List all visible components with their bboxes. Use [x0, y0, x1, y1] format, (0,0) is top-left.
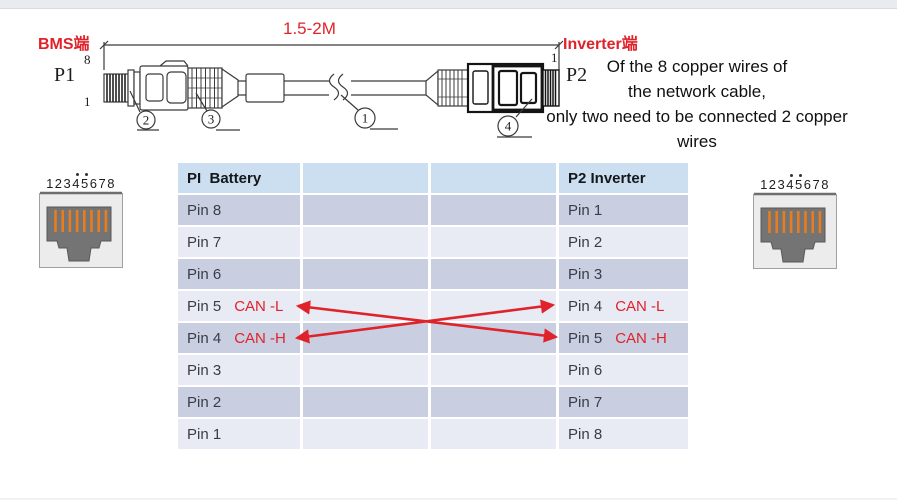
empty-cell [303, 419, 428, 449]
pin-label: Pin 6 [187, 265, 222, 283]
rj45-right-pin-numbers: 12345678 [753, 173, 837, 192]
pin5-highlight-dot [85, 173, 88, 176]
callout-1: 1 [362, 111, 369, 126]
pin-label: Pin 1 [568, 201, 603, 219]
pin-label: Pin 2 [187, 393, 222, 411]
bottom-edge-divider [0, 498, 897, 500]
p1-top-pin-label: 8 [84, 52, 91, 67]
empty-cell [303, 323, 428, 353]
p1-pin-cell: Pin 7 [178, 227, 300, 257]
p1-pin-cell: Pin 4 CAN -H [178, 323, 300, 353]
p1-pin-cell: Pin 3 [178, 355, 300, 385]
rj45-left: 12345678 [39, 172, 123, 269]
pin-label: Pin 5 [568, 329, 603, 347]
pin-label: Pin 2 [568, 233, 603, 251]
table-header-p2-inverter: P2 Inverter [559, 163, 688, 193]
inverter-end-label: Inverter端 [563, 36, 638, 53]
top-bar [0, 0, 897, 9]
empty-cell [303, 387, 428, 417]
p1-pin-cell: Pin 6 [178, 259, 300, 289]
p2-pin-cell: Pin 1 [559, 195, 688, 225]
pin-label: Pin 7 [568, 393, 603, 411]
empty-cell [431, 419, 556, 449]
p2-pin-cell: Pin 5 CAN -H [559, 323, 688, 353]
pin-mapping-table: PI Battery P2 Inverter Pin 8 Pin 1 Pin 7… [178, 163, 688, 449]
empty-cell [303, 355, 428, 385]
pin5-highlight-dot [799, 174, 802, 177]
empty-cell [431, 323, 556, 353]
pin4-highlight-dot [790, 174, 793, 177]
rj45-jack-icon [753, 192, 837, 269]
rj45-right: 12345678 [753, 173, 837, 270]
pin-label: Pin 3 [187, 361, 222, 379]
empty-cell [431, 195, 556, 225]
can-signal-label: CAN -L [615, 297, 665, 315]
note-text: Of the 8 copper wires of the network cab… [546, 57, 848, 151]
table-header-spacer [303, 163, 428, 193]
p2-pin-cell: Pin 7 [559, 387, 688, 417]
p2-pin-cell: Pin 6 [559, 355, 688, 385]
empty-cell [431, 291, 556, 321]
pin-label: Pin 5 [187, 297, 222, 315]
p1-pin-cell: Pin 2 [178, 387, 300, 417]
pin-label: Pin 7 [187, 233, 222, 251]
pin-label: Pin 8 [187, 201, 222, 219]
pin-label: Pin 8 [568, 425, 603, 443]
p2-label: P2 [566, 64, 588, 86]
can-signal-label: CAN -L [234, 297, 284, 315]
empty-cell [431, 355, 556, 385]
empty-cell [431, 259, 556, 289]
p1-pin-cell: Pin 1 [178, 419, 300, 449]
pin-numbers-text: 12345678 [760, 177, 830, 192]
p1-bottom-pin-label: 1 [84, 94, 91, 109]
p2-pin-cell: Pin 4 CAN -L [559, 291, 688, 321]
p2-pin-cell: Pin 2 [559, 227, 688, 257]
empty-cell [303, 291, 428, 321]
pin-label: Pin 6 [568, 361, 603, 379]
p1-pin-cell: Pin 8 [178, 195, 300, 225]
pin-numbers-text: 12345678 [46, 176, 116, 191]
table-header-spacer [431, 163, 556, 193]
table-header-p1-battery: PI Battery [178, 163, 300, 193]
p2-pin-cell: Pin 8 [559, 419, 688, 449]
callout-2: 2 [143, 113, 150, 128]
pin-label: Pin 4 [568, 297, 603, 315]
pin4-highlight-dot [76, 173, 79, 176]
empty-cell [303, 227, 428, 257]
pin-label: Pin 4 [187, 329, 222, 347]
rj45-left-pin-numbers: 12345678 [39, 172, 123, 191]
p2-pin-cell: Pin 3 [559, 259, 688, 289]
cable-length-label: 1.5-2M [283, 19, 336, 38]
rj45-jack-icon [39, 191, 123, 268]
empty-cell [431, 387, 556, 417]
p1-label: P1 [54, 64, 76, 86]
pin-label: Pin 1 [187, 425, 222, 443]
empty-cell [303, 195, 428, 225]
empty-cell [431, 227, 556, 257]
callout-3: 3 [208, 112, 215, 127]
pin-label: Pin 3 [568, 265, 603, 283]
p1-pin-cell: Pin 5 CAN -L [178, 291, 300, 321]
empty-cell [303, 259, 428, 289]
can-signal-label: CAN -H [615, 329, 667, 347]
bms-end-label: BMS端 [38, 36, 90, 53]
can-signal-label: CAN -H [234, 329, 286, 347]
